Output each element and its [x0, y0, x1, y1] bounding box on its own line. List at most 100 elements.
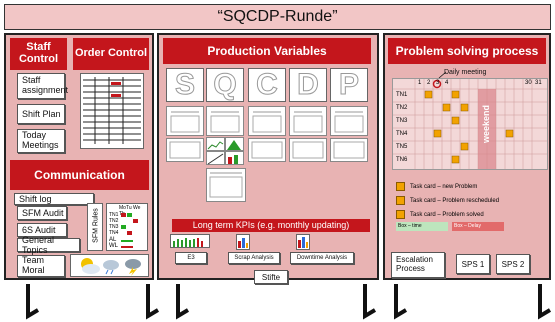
wl-label: WL — [109, 243, 118, 249]
stifte-card: Stifte — [254, 270, 288, 284]
tn3-label: TN3 — [109, 224, 119, 230]
letter-p-card: P — [330, 68, 368, 102]
row-label-tn2: TN2 — [396, 105, 408, 111]
al-label: AL — [109, 237, 117, 243]
letter-c: C — [256, 68, 279, 102]
delivery-sheet-thumbnail — [289, 106, 327, 136]
safety-chart-thumbnail — [166, 138, 204, 162]
legend-solved-label: Task card – Problem solved — [410, 211, 484, 218]
board-title: “SQCDP-Runde” — [4, 4, 551, 30]
col-label-30: 30 — [525, 80, 532, 86]
scrap-analysis-card: Scrap Analysis — [228, 252, 280, 264]
col-label-2: 2 — [427, 80, 431, 86]
team-moral-card: Team Moral — [17, 255, 65, 277]
6s-audit-card: 6S Audit — [17, 223, 67, 237]
legend-rescheduled: Task card – Problem rescheduled — [396, 196, 499, 205]
leg-4 — [363, 284, 377, 320]
time-bar-ok: Box – time — [396, 222, 448, 231]
col-label-31: 31 — [535, 80, 542, 86]
cost-detail-thumbnail — [206, 168, 246, 202]
sfm-audit-card: SFM Audit — [17, 206, 67, 220]
task-card-icon — [396, 196, 405, 205]
leg-1 — [26, 284, 40, 320]
row-label-tn4: TN4 — [396, 131, 408, 137]
leg-6 — [538, 284, 552, 320]
people-chart-thumbnail — [330, 138, 368, 162]
quality-chart-small-3 — [206, 151, 225, 165]
staff-assignment-card: Staff assignment — [17, 73, 68, 99]
letter-q: Q — [213, 68, 237, 102]
problem-tracking-grid: 1 2 3 4 30 31 TN1 TN2 TN3 TN4 TN5 TN6 we… — [392, 78, 548, 170]
quality-chart-small-1 — [206, 137, 225, 151]
problem-solving-header: Problem solving process — [388, 38, 546, 64]
leg-3 — [176, 284, 190, 320]
delivery-chart-thumbnail — [289, 138, 327, 162]
weekend-label: weekend — [481, 104, 491, 144]
leg-2 — [146, 284, 160, 320]
row-label-tn6: TN6 — [396, 157, 408, 163]
sfm-rules-label: SFM Rules — [92, 208, 100, 243]
daily-meeting-label: Daily meeting — [444, 69, 487, 76]
tn2-label: TN2 — [109, 218, 119, 224]
presence-marks — [121, 213, 138, 248]
downtime-analysis-card: Downtime Analysis — [290, 252, 354, 264]
people-sheet-thumbnail — [330, 106, 368, 136]
tn1-label: TN1 — [109, 212, 119, 218]
task-card-icon — [396, 210, 405, 219]
time-bar-delay: Box – Delay — [452, 222, 504, 231]
legend-rescheduled-label: Task card – Problem rescheduled — [410, 197, 500, 204]
letter-d: D — [297, 68, 320, 102]
legend-new-problem: Task card – new Problem — [396, 182, 477, 191]
communication-header: Communication — [10, 160, 149, 190]
sps2-card: SPS 2 — [496, 254, 530, 274]
problem-grid-lines — [393, 79, 547, 169]
staff-control-header: Staff Control — [10, 38, 67, 70]
downtime-chart-thumbnail — [296, 234, 310, 250]
storm-cloud-icon — [125, 259, 141, 276]
today-marker-icon — [432, 79, 442, 89]
letter-p: P — [338, 68, 359, 102]
row-label-tn5: TN5 — [396, 144, 408, 150]
letter-s-card: S — [166, 68, 204, 102]
long-term-kpis-header: Long term KPIs (e.g. monthly updating) — [172, 219, 370, 232]
e3-chart-thumbnail — [170, 234, 210, 248]
col-label-4: 4 — [445, 80, 449, 86]
daily-meeting-arrow-icon — [438, 71, 447, 79]
tn4-label: TN4 — [109, 230, 119, 236]
order-grid-lines — [83, 77, 141, 144]
escalation-process-card: Escalation Process — [391, 252, 445, 278]
leg-5 — [394, 284, 408, 320]
letter-c-card: C — [248, 68, 286, 102]
cost-sheet-thumbnail — [248, 106, 286, 136]
task-card-icon — [396, 182, 405, 191]
letter-d-card: D — [289, 68, 327, 102]
rain-cloud-icon — [103, 260, 119, 275]
sun-cloud-icon — [81, 258, 100, 274]
shift-plan-card: Shift Plan — [17, 104, 65, 124]
legend-new-problem-label: Task card – new Problem — [410, 183, 478, 190]
team-moral-weather-card — [70, 254, 149, 277]
sfm-rules-card: SFM Rules — [87, 203, 103, 251]
legend-solved: Task card – Problem solved — [396, 210, 484, 219]
letter-s: S — [174, 68, 195, 102]
cost-chart-thumbnail — [248, 138, 286, 162]
general-topics-card: General Topics — [17, 235, 80, 255]
letter-q-card: Q — [206, 68, 244, 102]
weather-icons — [81, 258, 141, 276]
order-control-table — [80, 73, 144, 149]
sps1-card: SPS 1 — [456, 254, 490, 274]
board-legs — [26, 284, 552, 320]
team-presence-chart: MoTu We Th TN1 TN2 TN3 TN4 AL WL — [106, 203, 148, 251]
quality-sheet-thumbnail — [206, 106, 244, 136]
today-meetings-card: Today Meetings — [17, 129, 65, 153]
safety-sheet-thumbnail — [166, 106, 204, 136]
order-control-header: Order Control — [73, 38, 149, 70]
scrap-chart-thumbnail — [236, 234, 250, 250]
e3-card: E3 — [175, 252, 207, 264]
quality-chart-small-4 — [225, 151, 244, 165]
col-label-1: 1 — [418, 80, 422, 86]
shift-log-card: Shift log — [14, 193, 94, 205]
col-label-3: 3 — [436, 80, 440, 86]
row-label-tn3: TN3 — [396, 118, 408, 124]
row-label-tn1: TN1 — [396, 92, 408, 98]
